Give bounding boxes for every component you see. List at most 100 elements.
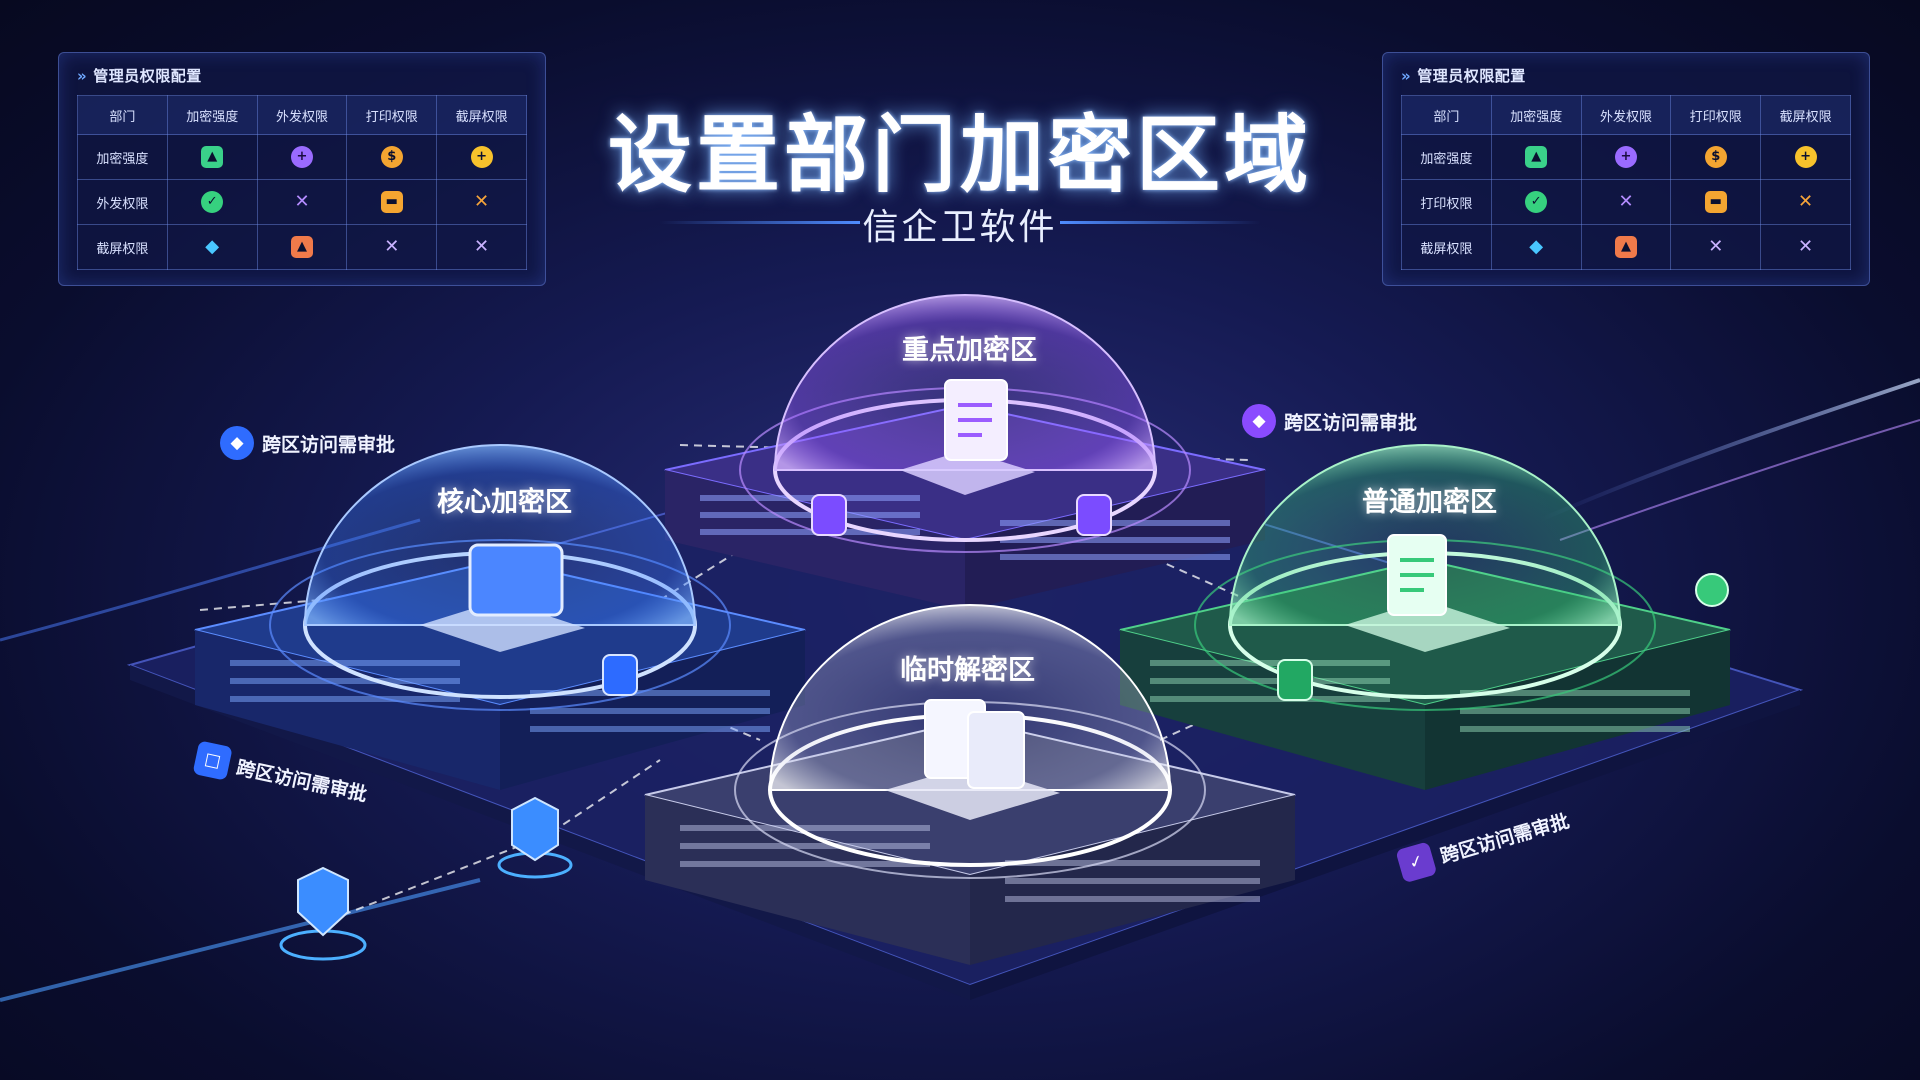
table-row: 打印权限 ✓ ✕ ▬ ✕ bbox=[1401, 179, 1851, 225]
base-platform-edge bbox=[970, 690, 1800, 1000]
row-label: 加密强度 bbox=[1401, 134, 1492, 180]
check-icon: ✓ bbox=[201, 191, 224, 213]
column-header: 加密强度 bbox=[1490, 95, 1582, 135]
column-header: 部门 bbox=[1401, 95, 1492, 135]
permission-cell[interactable]: $ bbox=[346, 134, 438, 180]
permission-cell[interactable]: ✕ bbox=[436, 224, 527, 270]
permission-cell[interactable]: ✓ bbox=[166, 179, 258, 225]
square-shield-icon: □ bbox=[192, 740, 233, 781]
cross-icon: ✕ bbox=[1798, 191, 1814, 212]
zone-core-building[interactable] bbox=[194, 444, 806, 790]
table-row: 截屏权限 ◆ ▲ ✕ ✕ bbox=[77, 224, 527, 270]
cross-icon: ✕ bbox=[1708, 236, 1724, 257]
cross-icon: ✕ bbox=[384, 236, 400, 257]
zone-temp-building[interactable] bbox=[644, 604, 1296, 965]
row-label: 截屏权限 bbox=[1401, 224, 1492, 270]
permission-cell[interactable]: ✕ bbox=[1670, 224, 1762, 270]
permission-cell[interactable]: ✕ bbox=[346, 224, 438, 270]
divider-line bbox=[1060, 221, 1260, 224]
permission-cell[interactable]: + bbox=[256, 134, 348, 180]
permission-cell[interactable]: ✕ bbox=[436, 179, 527, 225]
permission-cell[interactable]: $ bbox=[1670, 134, 1762, 180]
coin-icon: $ bbox=[380, 146, 403, 168]
shield-badge-icon bbox=[602, 654, 638, 696]
zone-key-building[interactable] bbox=[664, 294, 1266, 610]
zone-label-key: 重点加密区 bbox=[902, 335, 1037, 366]
plus-icon: + bbox=[470, 146, 493, 168]
column-header: 截屏权限 bbox=[1760, 95, 1851, 135]
permission-cell[interactable]: ✕ bbox=[1760, 179, 1851, 225]
permission-cell[interactable]: ▲ bbox=[256, 224, 348, 270]
zone-label-normal: 普通加密区 bbox=[1362, 487, 1497, 518]
column-header: 打印权限 bbox=[346, 95, 438, 135]
permission-cell[interactable]: ▬ bbox=[1670, 179, 1762, 225]
cross-icon: ✕ bbox=[1798, 236, 1814, 257]
column-header: 打印权限 bbox=[1670, 95, 1762, 135]
pin-icon: ◆ bbox=[1242, 404, 1276, 438]
column-header: 外发权限 bbox=[256, 95, 348, 135]
column-header: 部门 bbox=[77, 95, 168, 135]
table-row: 加密强度 ▲ + $ + bbox=[1401, 134, 1851, 180]
zone-normal-building[interactable] bbox=[1119, 444, 1731, 790]
row-label: 打印权限 bbox=[1401, 179, 1492, 225]
approval-shield-marker bbox=[279, 866, 367, 961]
divider-line bbox=[660, 221, 860, 224]
panel-title: »管理员权限配置 bbox=[1401, 67, 1526, 85]
table-header-row: 部门 加密强度 外发权限 打印权限 截屏权限 bbox=[77, 95, 527, 135]
permission-table: 部门 加密强度 外发权限 打印权限 截屏权限 加密强度 ▲ + $ + 外发权限… bbox=[77, 95, 527, 270]
chevron-right-icon: » bbox=[1401, 67, 1412, 85]
column-header: 加密强度 bbox=[166, 95, 258, 135]
cross-icon: ✕ bbox=[474, 236, 490, 257]
shield-badge-icon bbox=[1076, 494, 1112, 536]
shield-badge-icon bbox=[811, 494, 847, 536]
light-streak bbox=[0, 878, 481, 1002]
panel-title: »管理员权限配置 bbox=[77, 67, 202, 85]
permission-cell[interactable]: ✕ bbox=[1580, 179, 1672, 225]
permission-cell[interactable]: + bbox=[1580, 134, 1672, 180]
shield-badge-icon bbox=[1277, 659, 1313, 701]
chevron-right-icon: » bbox=[77, 67, 88, 85]
approval-note: ◆ 跨区访问需审批 bbox=[1242, 404, 1417, 438]
plus-icon: + bbox=[1794, 146, 1817, 168]
lock-icon: ▲ bbox=[1525, 146, 1548, 168]
permission-cell[interactable]: ✕ bbox=[256, 179, 348, 225]
permission-cell[interactable]: ▲ bbox=[166, 134, 258, 180]
lock-icon: ▲ bbox=[201, 146, 224, 168]
connector-line bbox=[539, 759, 661, 841]
row-label: 外发权限 bbox=[77, 179, 168, 225]
cross-icon: ✕ bbox=[1618, 191, 1634, 212]
light-streak bbox=[1539, 378, 1920, 522]
permission-cell[interactable]: + bbox=[436, 134, 527, 180]
permission-panel-right: »管理员权限配置 部门 加密强度 外发权限 打印权限 截屏权限 加密强度 ▲ +… bbox=[1382, 52, 1870, 286]
table-row: 加密强度 ▲ + $ + bbox=[77, 134, 527, 180]
coin-icon: $ bbox=[1704, 146, 1727, 168]
table-header-row: 部门 加密强度 外发权限 打印权限 截屏权限 bbox=[1401, 95, 1851, 135]
zone-label-core: 核心加密区 bbox=[437, 487, 572, 518]
approval-document-marker bbox=[497, 796, 573, 879]
column-header: 截屏权限 bbox=[436, 95, 527, 135]
upload-icon: ▲ bbox=[290, 236, 313, 258]
shield-icon: ◆ bbox=[220, 426, 254, 460]
permission-table: 部门 加密强度 外发权限 打印权限 截屏权限 加密强度 ▲ + $ + 打印权限… bbox=[1401, 95, 1851, 270]
permission-cell[interactable]: ▲ bbox=[1490, 134, 1582, 180]
plus-icon: + bbox=[1614, 146, 1637, 168]
light-streak bbox=[1559, 419, 1920, 541]
page-subtitle: 信企卫软件 bbox=[862, 207, 1058, 248]
check-icon: ✓ bbox=[1525, 191, 1548, 213]
permission-cell[interactable]: ▲ bbox=[1580, 224, 1672, 270]
permission-cell[interactable]: ✕ bbox=[1760, 224, 1851, 270]
permission-cell[interactable]: ◆ bbox=[1490, 224, 1582, 270]
zone-label-temp: 临时解密区 bbox=[900, 655, 1035, 686]
upload-icon: ▲ bbox=[1614, 236, 1637, 258]
permission-cell[interactable]: ◆ bbox=[166, 224, 258, 270]
permission-cell[interactable]: + bbox=[1760, 134, 1851, 180]
permission-cell[interactable]: ✓ bbox=[1490, 179, 1582, 225]
page-title: 设置部门加密区域 bbox=[607, 106, 1312, 204]
folder-icon bbox=[468, 543, 564, 617]
plus-icon: + bbox=[290, 146, 313, 168]
box-icon: ▬ bbox=[380, 191, 403, 213]
permission-cell[interactable]: ▬ bbox=[346, 179, 438, 225]
column-header: 外发权限 bbox=[1580, 95, 1672, 135]
